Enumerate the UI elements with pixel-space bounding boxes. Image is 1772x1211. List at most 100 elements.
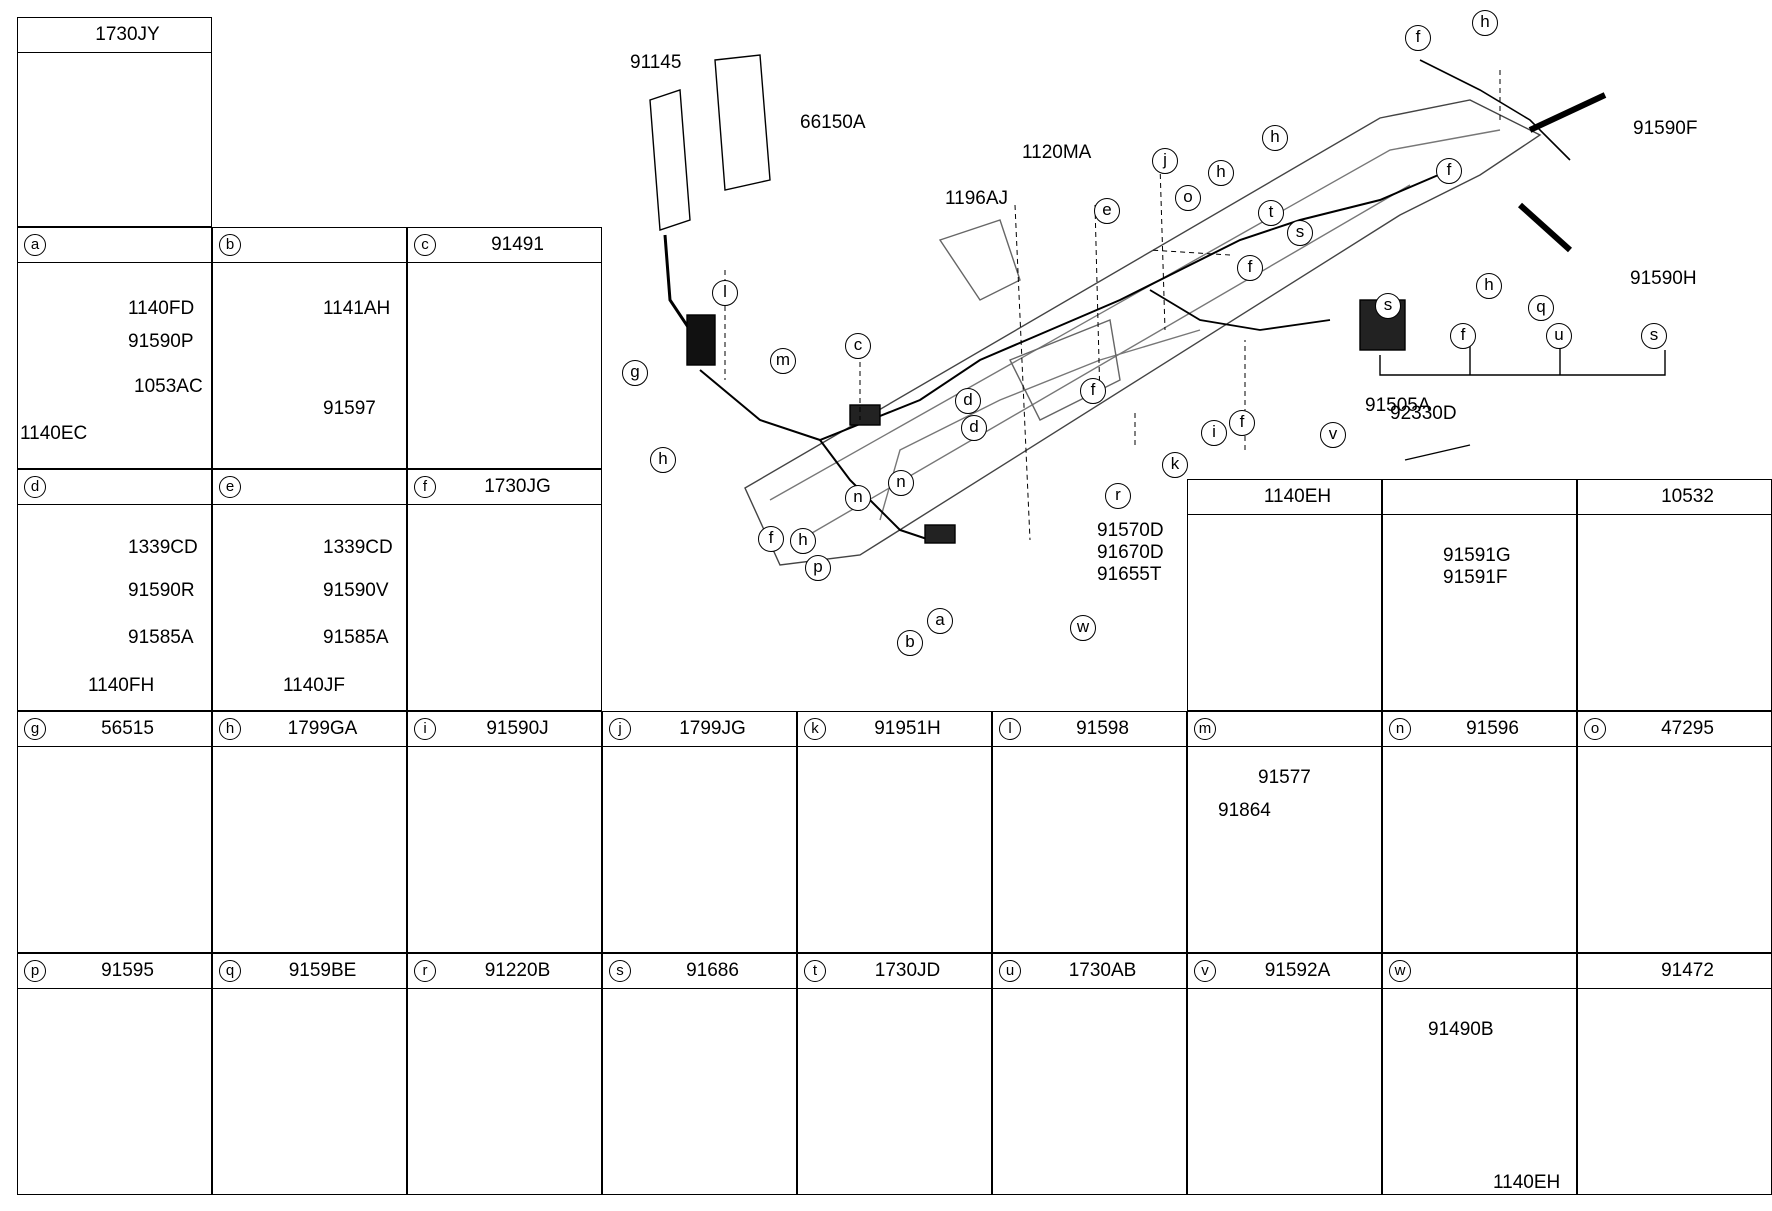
cell-h: h 1799GA <box>212 711 407 953</box>
cell-letter: d <box>24 476 46 498</box>
callout-s: s <box>1641 323 1667 349</box>
part-label: 91597 <box>323 398 376 419</box>
cell-letter: b <box>219 234 241 256</box>
cell-letter: f <box>414 476 436 498</box>
cell-part-number: 91472 <box>1661 960 1714 981</box>
cell-b: b 1141AH 91597 <box>212 227 407 469</box>
cell-header: n 91596 <box>1383 712 1576 747</box>
part-label: 91490B <box>1428 1019 1494 1040</box>
callout-c: c <box>845 333 871 359</box>
main-part-label: 1120MA <box>1022 142 1092 163</box>
callout-f: f <box>1229 410 1255 436</box>
cell-header: h 1799GA <box>213 712 406 747</box>
cell-letter: i <box>414 718 436 740</box>
callout-b: b <box>897 630 923 656</box>
callout-h: h <box>1476 273 1502 299</box>
cell-10532: 10532 <box>1577 479 1772 711</box>
callout-j: j <box>1152 148 1178 174</box>
cell-top-left: 1730JY <box>17 17 212 227</box>
part-label: 91590P <box>128 331 194 352</box>
cell-part-number: 47295 <box>1661 718 1714 739</box>
cell-part-number: 91595 <box>101 960 154 981</box>
cell-letter: o <box>1584 718 1606 740</box>
cell-part-number: 91596 <box>1466 718 1519 739</box>
cell-letter: v <box>1194 960 1216 982</box>
cell-letter: n <box>1389 718 1411 740</box>
cell-letter: h <box>219 718 241 740</box>
callout-l: l <box>712 280 738 306</box>
cell-part-number: 91491 <box>491 234 544 255</box>
cell-r: r 91220B <box>407 953 602 1195</box>
cell-part-number: 91220B <box>484 960 551 981</box>
cell-letter: k <box>804 718 826 740</box>
part-label: 1140EC <box>20 423 88 444</box>
part-label: 1140EH <box>1493 1172 1561 1193</box>
cell-part-number: 10532 <box>1661 486 1714 507</box>
cell-letter: u <box>999 960 1021 982</box>
main-part-label: 91590H <box>1630 268 1697 289</box>
cell-header: m <box>1188 712 1381 747</box>
cell-letter: t <box>804 960 826 982</box>
main-part-label: 91590F <box>1633 118 1698 139</box>
callout-v: v <box>1320 422 1346 448</box>
cell-header: b <box>213 228 406 263</box>
main-part-label: 91570D <box>1097 520 1164 541</box>
callout-h: h <box>1262 125 1288 151</box>
cell-part-number: 1730AB <box>1068 960 1137 981</box>
cell-part-number: 91598 <box>1076 718 1129 739</box>
callout-a: a <box>927 608 953 634</box>
cell-part-number: 56515 <box>101 718 154 739</box>
cell-n: n 91596 <box>1382 711 1577 953</box>
cell-letter: m <box>1194 718 1216 740</box>
cell-letter: q <box>219 960 241 982</box>
main-part-label: 91655T <box>1097 564 1162 585</box>
part-label: 91585A <box>323 627 389 648</box>
part-label: 1140FH <box>88 675 155 696</box>
cell-header: e <box>213 470 406 505</box>
part-label: 1140JF <box>283 675 345 696</box>
cell-part-number: 1799GA <box>287 718 358 739</box>
cell-part-number: 91686 <box>686 960 739 981</box>
callout-u: u <box>1546 323 1572 349</box>
part-label: 91590V <box>323 580 389 601</box>
cell-header: v 91592A <box>1188 954 1381 989</box>
part-label: 91591G <box>1443 545 1511 566</box>
callout-o: o <box>1175 185 1201 211</box>
cell-header: 1140EH <box>1188 480 1381 515</box>
cell-o: o 47295 <box>1577 711 1772 953</box>
callout-h: h <box>650 447 676 473</box>
main-part-label: 92330D <box>1390 403 1457 424</box>
cell-letter: r <box>414 960 436 982</box>
callout-f: f <box>1080 378 1106 404</box>
cell-letter: j <box>609 718 631 740</box>
callout-n: n <box>888 470 914 496</box>
callout-h: h <box>1472 10 1498 36</box>
cell-u: u 1730AB <box>992 953 1187 1195</box>
cell-header: r 91220B <box>408 954 601 989</box>
part-label: 91585A <box>128 627 194 648</box>
callout-w: w <box>1070 615 1096 641</box>
callout-s: s <box>1287 220 1313 246</box>
callout-d: d <box>961 415 987 441</box>
part-label: 1141AH <box>323 298 391 319</box>
part-label: 1339CD <box>128 537 198 558</box>
cell-part-number: 91592A <box>1264 960 1331 981</box>
